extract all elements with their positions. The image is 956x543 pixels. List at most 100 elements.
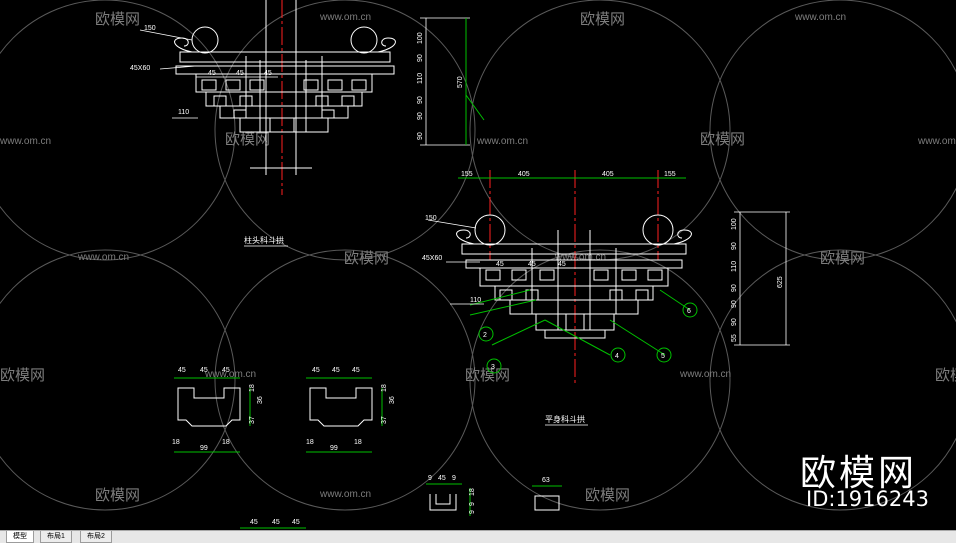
- watermark-name: 欧模网: [935, 366, 956, 384]
- cad-model-space[interactable]: 欧模网 www.om.cn 欧模网 www.om.cn www.om.cn 欧模…: [0, 0, 956, 530]
- layout-tab-bar: 模型 布局1 布局2: [0, 530, 956, 543]
- watermark-url: www.om.cn: [917, 136, 956, 147]
- svg-text:110: 110: [470, 297, 481, 304]
- bracket-size-label: 45X60: [130, 65, 150, 72]
- tab-model[interactable]: 模型: [6, 531, 34, 543]
- svg-text:100: 100: [731, 218, 738, 230]
- svg-text:45: 45: [200, 367, 208, 374]
- block-detail-3-dims: 9 45 9 18 9 9: [426, 475, 476, 516]
- svg-text:45: 45: [250, 519, 258, 526]
- total-height-label: 570: [457, 76, 464, 88]
- callout-number: 4: [615, 353, 619, 360]
- svg-text:90: 90: [417, 96, 424, 104]
- tab-layout-1[interactable]: 布局1: [40, 531, 72, 543]
- watermark-url: www.om.cn: [476, 136, 528, 147]
- svg-text:110: 110: [417, 73, 424, 84]
- watermark-url: www.om.cn: [679, 369, 731, 380]
- column-head-bracket-drawing[interactable]: [174, 0, 396, 195]
- watermark-url: www.om.cn: [0, 136, 51, 147]
- block-detail-2-dims: 45 45 45 18 37 36 18 99 18: [306, 367, 396, 453]
- intercolumn-dimensions: 2 3 4 5 6 155 405 405 155 150 45X60 45 4…: [422, 171, 790, 426]
- watermark-name: 欧模网: [580, 10, 625, 28]
- svg-text:99: 99: [330, 445, 338, 452]
- block-detail-1[interactable]: [177, 387, 241, 427]
- svg-text:90: 90: [417, 132, 424, 140]
- callout-number: 6: [687, 308, 691, 315]
- watermark-url: www.om.cn: [77, 252, 129, 263]
- svg-text:55: 55: [731, 334, 738, 342]
- block-detail-2[interactable]: [309, 387, 373, 427]
- svg-text:9: 9: [428, 475, 432, 482]
- watermark-url: www.om.cn: [554, 252, 606, 263]
- callout-number: 3: [491, 364, 495, 371]
- callout-number: 5: [661, 353, 665, 360]
- watermark-url: www.om.cn: [319, 489, 371, 500]
- watermark-arcs: [0, 0, 956, 511]
- block-detail-1-dims: 45 45 45 18 37 36 18 99 18: [172, 367, 264, 453]
- svg-text:155: 155: [664, 171, 676, 178]
- svg-text:45: 45: [292, 519, 300, 526]
- svg-text:63: 63: [542, 477, 550, 484]
- block-detail-5-dims: 45 45 45: [240, 519, 306, 529]
- brand-logo-text: 欧模网: [800, 453, 918, 494]
- svg-text:45: 45: [222, 367, 230, 374]
- block-detail-3[interactable]: [429, 494, 457, 511]
- drawing-title-intercolumn: 平身科斗拱: [545, 414, 585, 424]
- svg-text:45: 45: [496, 261, 504, 268]
- watermark-name: 欧模网: [95, 486, 140, 504]
- svg-text:99: 99: [200, 445, 208, 452]
- svg-text:100: 100: [417, 32, 424, 44]
- svg-text:90: 90: [731, 284, 738, 292]
- svg-text:18: 18: [172, 439, 180, 446]
- svg-text:9: 9: [452, 475, 456, 482]
- dim-label: 45: [208, 70, 216, 77]
- svg-text:405: 405: [518, 171, 530, 178]
- svg-text:90: 90: [731, 242, 738, 250]
- bracket-size-label: 45X60: [422, 255, 442, 262]
- svg-text:90: 90: [417, 54, 424, 62]
- svg-text:36: 36: [257, 396, 264, 404]
- watermark-name: 欧模网: [225, 130, 270, 148]
- column-head-dimensions: 150 45X60 45 45 45 110 100 90 110 90 90 …: [130, 17, 485, 247]
- svg-text:45: 45: [528, 261, 536, 268]
- block-detail-4[interactable]: [534, 495, 560, 511]
- svg-text:45: 45: [332, 367, 340, 374]
- svg-text:18: 18: [469, 488, 476, 496]
- svg-text:45: 45: [438, 475, 446, 482]
- svg-text:18: 18: [306, 439, 314, 446]
- svg-text:9: 9: [469, 510, 476, 514]
- svg-text:90: 90: [417, 112, 424, 120]
- watermark-texts: 欧模网 www.om.cn 欧模网 www.om.cn www.om.cn 欧模…: [0, 10, 956, 504]
- svg-text:37: 37: [381, 416, 388, 424]
- watermark-name: 欧模网: [0, 366, 45, 384]
- svg-text:90: 90: [731, 300, 738, 308]
- watermark-name: 欧模网: [820, 249, 865, 267]
- drawing-title-column-head: 柱头科斗拱: [244, 235, 284, 245]
- watermark-url: www.om.cn: [794, 12, 846, 23]
- dim-label: 45: [236, 70, 244, 77]
- svg-text:45: 45: [558, 261, 566, 268]
- dim-label: 45: [264, 70, 272, 77]
- brand-id-text: ID:1916243: [806, 487, 929, 511]
- svg-text:45: 45: [178, 367, 186, 374]
- svg-text:9: 9: [469, 502, 476, 506]
- svg-text:18: 18: [354, 439, 362, 446]
- watermark-name: 欧模网: [95, 10, 140, 28]
- watermark-name: 欧模网: [585, 486, 630, 504]
- svg-text:18: 18: [249, 384, 256, 392]
- total-height-label: 625: [777, 276, 784, 288]
- svg-text:18: 18: [222, 439, 230, 446]
- svg-text:45: 45: [272, 519, 280, 526]
- callout-number: 2: [483, 332, 487, 339]
- watermark-url: www.om.cn: [204, 369, 256, 380]
- tab-layout-2[interactable]: 布局2: [80, 531, 112, 543]
- svg-text:45: 45: [352, 367, 360, 374]
- svg-text:45: 45: [312, 367, 320, 374]
- watermark-name: 欧模网: [700, 130, 745, 148]
- watermark-url: www.om.cn: [319, 12, 371, 23]
- svg-text:90: 90: [731, 318, 738, 326]
- svg-text:18: 18: [381, 384, 388, 392]
- svg-text:155: 155: [461, 171, 473, 178]
- phi-label: 150: [425, 215, 437, 222]
- svg-text:37: 37: [249, 416, 256, 424]
